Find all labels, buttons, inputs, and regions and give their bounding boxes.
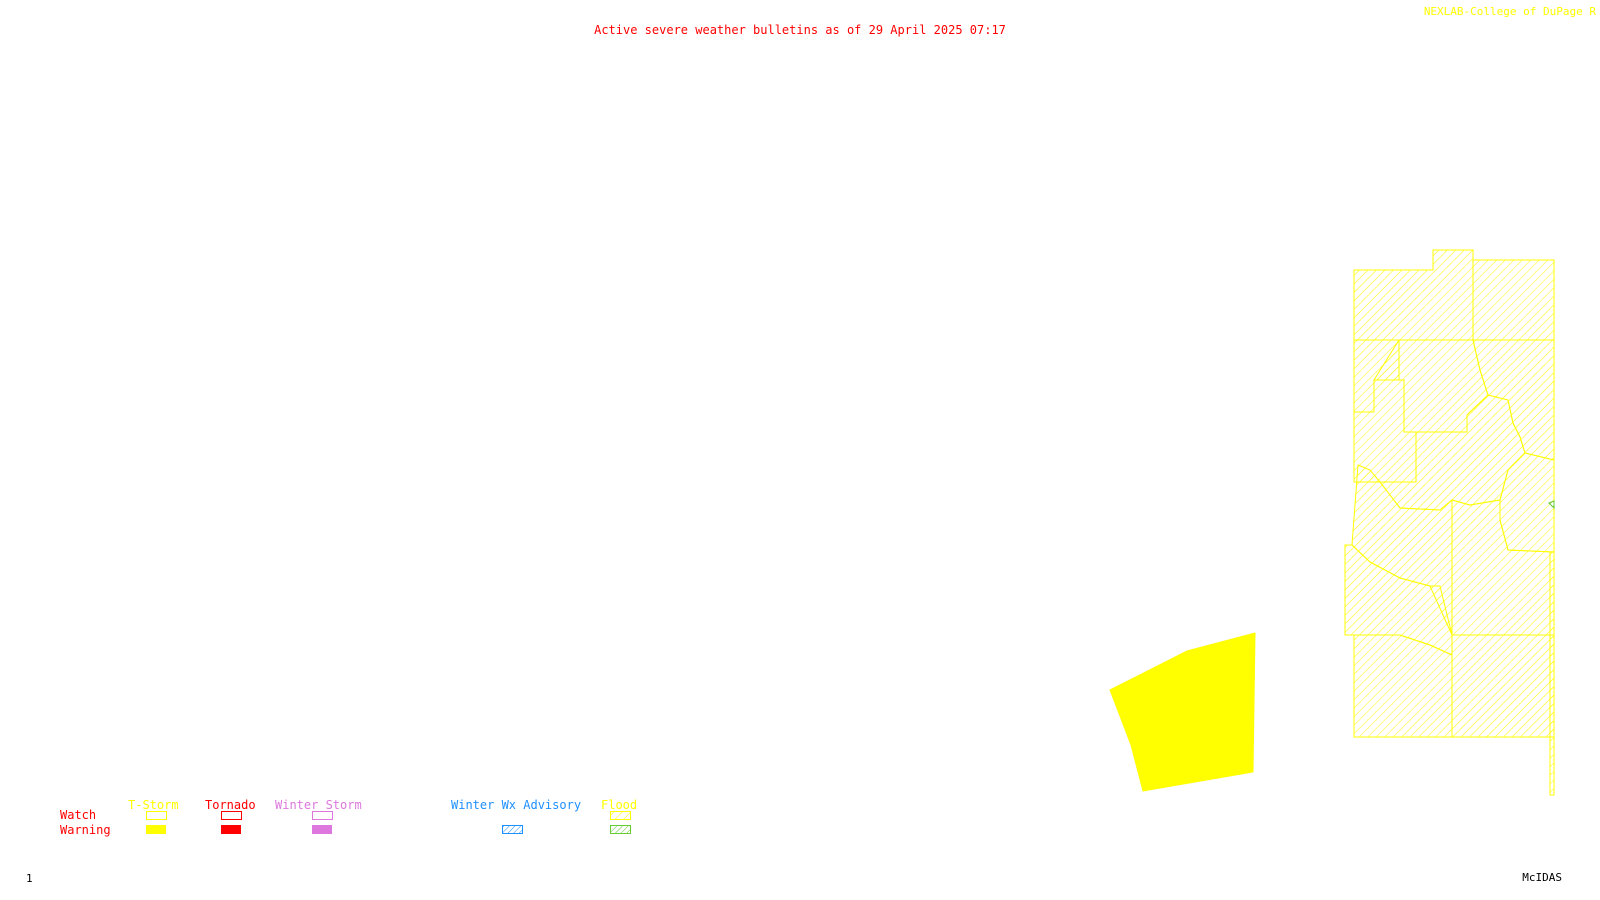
legend-swatches — [146, 811, 631, 834]
flood-county — [1451, 634, 1555, 738]
system-name: McIDAS — [1522, 871, 1562, 884]
legend-winter-advisory-label: Winter Wx Advisory — [451, 798, 582, 812]
flood-warning-swatch — [610, 825, 631, 834]
legend-tornado-label: Tornado — [205, 798, 256, 812]
legend-warning-label: Warning — [60, 823, 111, 837]
flood-warning-sliver — [1548, 500, 1555, 510]
source-credit: NEXLAB-College of DuPage R — [1423, 5, 1596, 18]
legend-tstorm-label: T-Storm — [128, 798, 179, 812]
flood-watch-area — [1344, 249, 1555, 796]
bulletin-title: Active severe weather bulletins as of 29… — [594, 23, 1006, 37]
legend-flood-label: Flood — [601, 798, 638, 812]
winter-advisory-swatch — [502, 825, 523, 834]
tstorm-watch-swatch — [146, 811, 167, 820]
flood-county — [1472, 259, 1555, 341]
tstorm-warning-polygon — [1109, 632, 1256, 792]
flood-county — [1353, 249, 1474, 341]
winter-storm-watch-swatch — [312, 811, 333, 820]
tornado-warning-swatch — [221, 825, 241, 834]
flood-county — [1549, 551, 1555, 796]
legend-winter-storm-label: Winter Storm — [275, 798, 362, 812]
tstorm-warning-swatch — [146, 825, 166, 834]
frame-number: 1 — [26, 872, 33, 885]
winter-storm-warning-swatch — [312, 825, 332, 834]
legend-watch-label: Watch — [60, 808, 97, 822]
flood-county — [1353, 634, 1453, 738]
flood-watch-swatch — [610, 811, 631, 820]
tornado-watch-swatch — [221, 811, 242, 820]
